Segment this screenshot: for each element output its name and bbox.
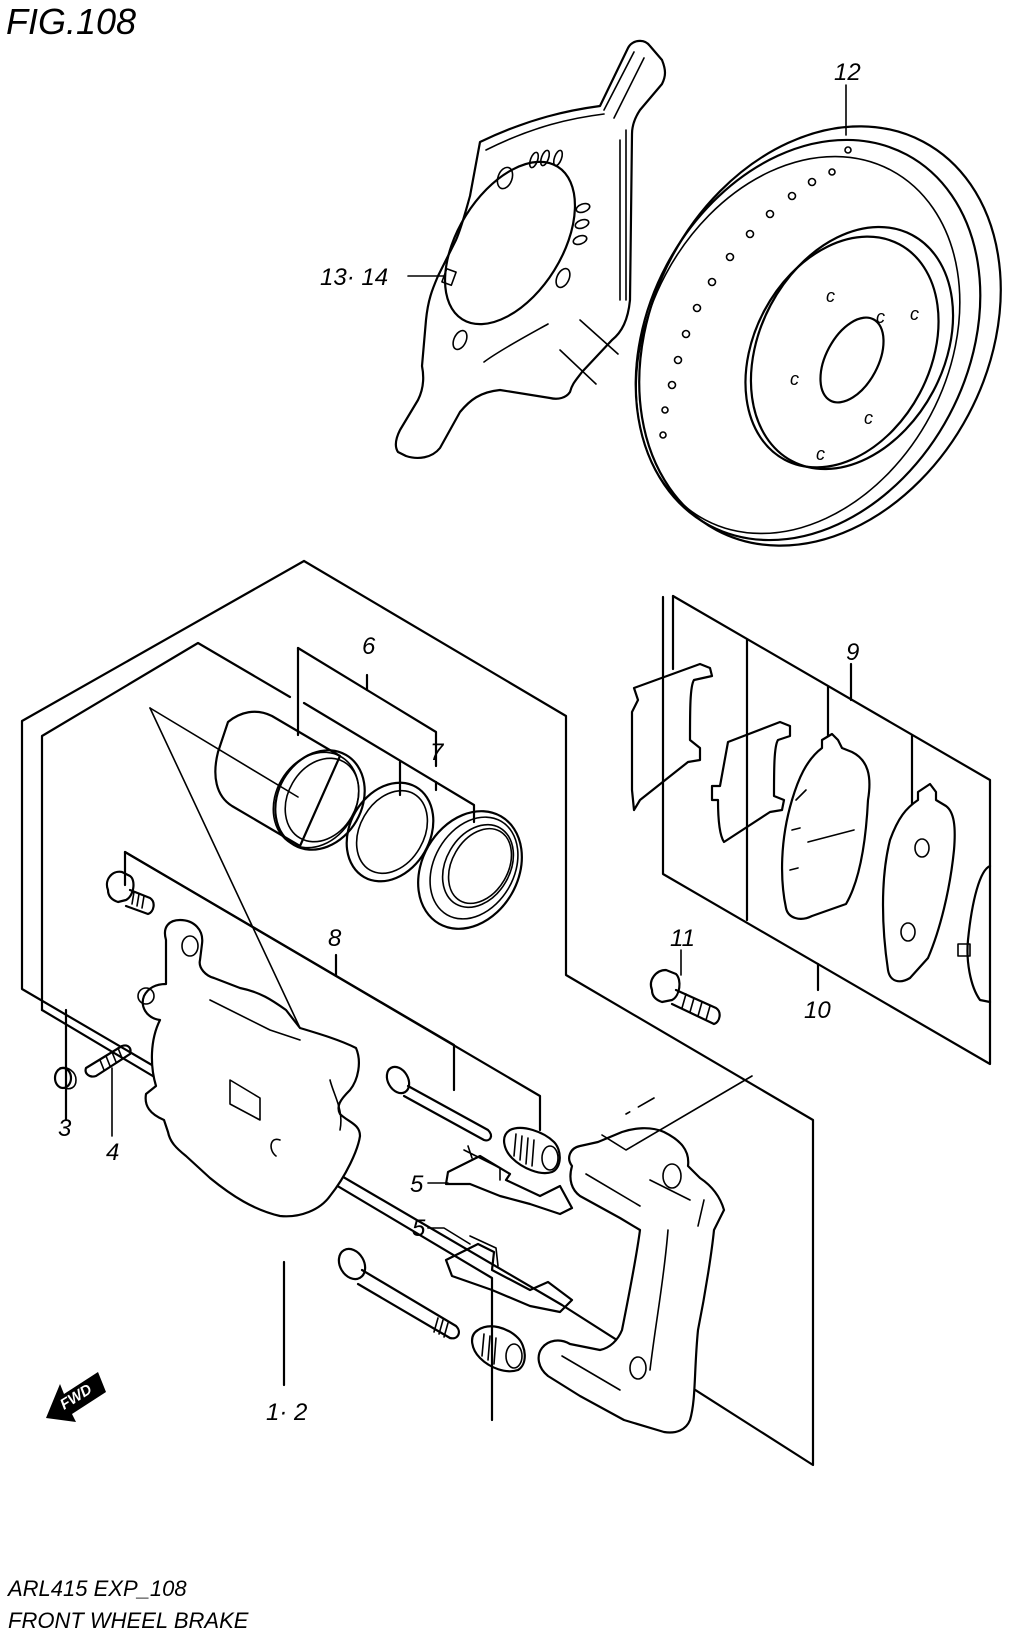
bleeder-plug-part (84, 1044, 132, 1137)
callout-8: 8 (328, 925, 342, 952)
callout-12: 12 (834, 59, 861, 86)
pad-shim-right-part (957, 864, 992, 1004)
caliper-body-part (137, 918, 362, 1218)
callout-11: 11 (670, 925, 695, 952)
callout-1-2: 1· 2 (266, 1399, 307, 1426)
svg-text:c: c (826, 286, 835, 306)
pad-clip-upper-part (427, 1145, 574, 1216)
svg-text:c: c (864, 408, 873, 428)
callout-5-upper: 5 (410, 1171, 424, 1198)
piston-seal-frame (149, 646, 476, 1029)
caliper-carrier-part (537, 1075, 753, 1434)
carrier-bolt-part (649, 949, 721, 1026)
brake-pad-inner-part (781, 732, 871, 920)
pad-shim-outer-part (630, 662, 714, 812)
guide-pin-upper-part (385, 1065, 493, 1142)
svg-text:c: c (816, 444, 825, 464)
caliper-bolt-part (105, 870, 155, 916)
svg-text:c: c (910, 304, 919, 324)
piston-boot-part (417, 810, 523, 930)
pad-clip-lower-part (427, 1227, 574, 1314)
bleeder-cap-part (53, 1066, 77, 1099)
brake-pad-outer-part (881, 782, 956, 983)
guide-pin-lower-part (337, 1247, 460, 1340)
caliper-assembly-frame (20, 559, 815, 1467)
pin-boot-upper-part (503, 1126, 561, 1175)
piston-part (214, 710, 366, 851)
callout-7: 7 (430, 739, 445, 766)
pad-shim-inner-part (710, 720, 792, 844)
piston-seal-part (345, 781, 435, 883)
leader-line-5b (427, 1227, 471, 1245)
model-code: ARL415 EXP_108 (6, 1576, 187, 1601)
fwd-arrow-icon: FWD (46, 1372, 106, 1422)
dust-cover-part (394, 39, 667, 459)
callout-10: 10 (804, 997, 831, 1024)
figure-caption: FRONT WHEEL BRAKE (8, 1608, 249, 1633)
pin-boot-lower-part (471, 1325, 526, 1373)
callout-9: 9 (846, 639, 859, 666)
callout-5-lower: 5 (412, 1215, 426, 1242)
disc-lug-holes: c c c c c c (790, 286, 919, 464)
callout-4: 4 (106, 1139, 119, 1166)
caliper-pin-frame (123, 850, 542, 1132)
callout-3: 3 (58, 1115, 72, 1142)
svg-text:c: c (876, 307, 885, 327)
callout-6: 6 (362, 633, 376, 660)
figure-title: FIG.108 (6, 1, 136, 42)
callout-13-14: 13· 14 (320, 264, 388, 291)
disc-vent-holes (659, 146, 852, 439)
brake-disc-part: c c c c c c (634, 84, 1002, 547)
svg-text:c: c (790, 369, 799, 389)
